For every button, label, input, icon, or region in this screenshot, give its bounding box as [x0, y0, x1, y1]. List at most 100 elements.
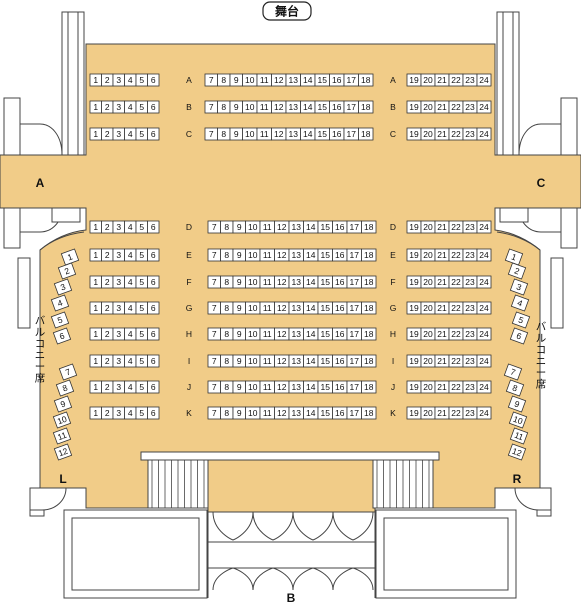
seat-K-18[interactable]: 18 — [361, 406, 377, 420]
seat-B-9[interactable]: 9 — [229, 100, 243, 114]
seat-C-8[interactable]: 8 — [217, 127, 231, 141]
seat-H-22[interactable]: 22 — [448, 327, 464, 341]
balcony-seat-right-9[interactable]: 9 — [507, 395, 527, 413]
seat-G-9[interactable]: 9 — [232, 301, 246, 315]
seat-K-14[interactable]: 14 — [303, 406, 319, 420]
seat-J-20[interactable]: 20 — [420, 380, 436, 394]
seat-A-8[interactable]: 8 — [217, 73, 231, 87]
seat-F-3[interactable]: 3 — [112, 275, 125, 289]
seat-E-17[interactable]: 17 — [346, 248, 362, 262]
seat-K-22[interactable]: 22 — [448, 406, 464, 420]
seat-A-17[interactable]: 17 — [343, 73, 359, 87]
seat-D-15[interactable]: 15 — [317, 220, 333, 234]
seat-D-9[interactable]: 9 — [232, 220, 246, 234]
balcony-seat-left-8[interactable]: 8 — [55, 379, 75, 397]
seat-J-11[interactable]: 11 — [259, 380, 275, 394]
seat-J-9[interactable]: 9 — [232, 380, 246, 394]
seat-B-13[interactable]: 13 — [285, 100, 301, 114]
seat-B-3[interactable]: 3 — [112, 100, 125, 114]
seat-I-7[interactable]: 7 — [207, 354, 221, 368]
seat-B-24[interactable]: 24 — [476, 100, 492, 114]
seat-C-10[interactable]: 10 — [242, 127, 258, 141]
seat-I-19[interactable]: 19 — [406, 354, 422, 368]
seat-J-22[interactable]: 22 — [448, 380, 464, 394]
balcony-seat-left-10[interactable]: 10 — [52, 411, 72, 429]
seat-D-12[interactable]: 12 — [274, 220, 290, 234]
seat-J-5[interactable]: 5 — [135, 380, 148, 394]
seat-J-12[interactable]: 12 — [274, 380, 290, 394]
seat-A-15[interactable]: 15 — [314, 73, 330, 87]
seat-H-7[interactable]: 7 — [207, 327, 221, 341]
seat-J-1[interactable]: 1 — [89, 380, 102, 394]
seat-K-21[interactable]: 21 — [434, 406, 450, 420]
seat-H-16[interactable]: 16 — [332, 327, 348, 341]
seat-E-13[interactable]: 13 — [288, 248, 304, 262]
seat-F-16[interactable]: 16 — [332, 275, 348, 289]
seat-D-23[interactable]: 23 — [462, 220, 478, 234]
seat-I-24[interactable]: 24 — [476, 354, 492, 368]
balcony-seat-right-8[interactable]: 8 — [505, 379, 525, 397]
seat-E-3[interactable]: 3 — [112, 248, 125, 262]
seat-J-16[interactable]: 16 — [332, 380, 348, 394]
seat-I-15[interactable]: 15 — [317, 354, 333, 368]
seat-I-5[interactable]: 5 — [135, 354, 148, 368]
seat-F-1[interactable]: 1 — [89, 275, 102, 289]
seat-I-21[interactable]: 21 — [434, 354, 450, 368]
seat-D-11[interactable]: 11 — [259, 220, 275, 234]
seat-H-5[interactable]: 5 — [135, 327, 148, 341]
seat-H-11[interactable]: 11 — [259, 327, 275, 341]
seat-D-1[interactable]: 1 — [89, 220, 102, 234]
seat-D-4[interactable]: 4 — [124, 220, 137, 234]
seat-A-23[interactable]: 23 — [462, 73, 478, 87]
seat-B-15[interactable]: 15 — [314, 100, 330, 114]
seat-K-17[interactable]: 17 — [346, 406, 362, 420]
seat-I-4[interactable]: 4 — [124, 354, 137, 368]
seat-G-22[interactable]: 22 — [448, 301, 464, 315]
seat-A-14[interactable]: 14 — [300, 73, 316, 87]
seat-A-7[interactable]: 7 — [204, 73, 218, 87]
seat-J-6[interactable]: 6 — [147, 380, 160, 394]
seat-G-1[interactable]: 1 — [89, 301, 102, 315]
seat-E-9[interactable]: 9 — [232, 248, 246, 262]
seat-I-17[interactable]: 17 — [346, 354, 362, 368]
seat-A-24[interactable]: 24 — [476, 73, 492, 87]
seat-D-3[interactable]: 3 — [112, 220, 125, 234]
balcony-seat-right-6[interactable]: 6 — [509, 327, 529, 345]
seat-J-24[interactable]: 24 — [476, 380, 492, 394]
seat-J-3[interactable]: 3 — [112, 380, 125, 394]
seat-H-23[interactable]: 23 — [462, 327, 478, 341]
seat-D-7[interactable]: 7 — [207, 220, 221, 234]
seat-E-8[interactable]: 8 — [220, 248, 234, 262]
seat-E-4[interactable]: 4 — [124, 248, 137, 262]
seat-G-10[interactable]: 10 — [245, 301, 261, 315]
seat-I-13[interactable]: 13 — [288, 354, 304, 368]
seat-B-11[interactable]: 11 — [256, 100, 272, 114]
seat-J-7[interactable]: 7 — [207, 380, 221, 394]
seat-E-21[interactable]: 21 — [434, 248, 450, 262]
balcony-seat-right-5[interactable]: 5 — [511, 311, 531, 329]
seat-A-10[interactable]: 10 — [242, 73, 258, 87]
seat-F-10[interactable]: 10 — [245, 275, 261, 289]
seat-E-6[interactable]: 6 — [147, 248, 160, 262]
seat-E-23[interactable]: 23 — [462, 248, 478, 262]
balcony-seat-left-5[interactable]: 5 — [50, 311, 70, 329]
seat-F-24[interactable]: 24 — [476, 275, 492, 289]
balcony-seat-right-2[interactable]: 2 — [507, 262, 527, 280]
seat-H-13[interactable]: 13 — [288, 327, 304, 341]
seat-F-12[interactable]: 12 — [274, 275, 290, 289]
seat-B-10[interactable]: 10 — [242, 100, 258, 114]
seat-I-23[interactable]: 23 — [462, 354, 478, 368]
balcony-seat-left-6[interactable]: 6 — [52, 327, 72, 345]
seat-D-20[interactable]: 20 — [420, 220, 436, 234]
seat-A-21[interactable]: 21 — [434, 73, 450, 87]
seat-B-6[interactable]: 6 — [147, 100, 160, 114]
seat-H-1[interactable]: 1 — [89, 327, 102, 341]
seat-H-6[interactable]: 6 — [147, 327, 160, 341]
seat-J-2[interactable]: 2 — [101, 380, 114, 394]
seat-D-6[interactable]: 6 — [147, 220, 160, 234]
seat-B-14[interactable]: 14 — [300, 100, 316, 114]
seat-F-22[interactable]: 22 — [448, 275, 464, 289]
seat-D-13[interactable]: 13 — [288, 220, 304, 234]
seat-J-19[interactable]: 19 — [406, 380, 422, 394]
seat-C-11[interactable]: 11 — [256, 127, 272, 141]
